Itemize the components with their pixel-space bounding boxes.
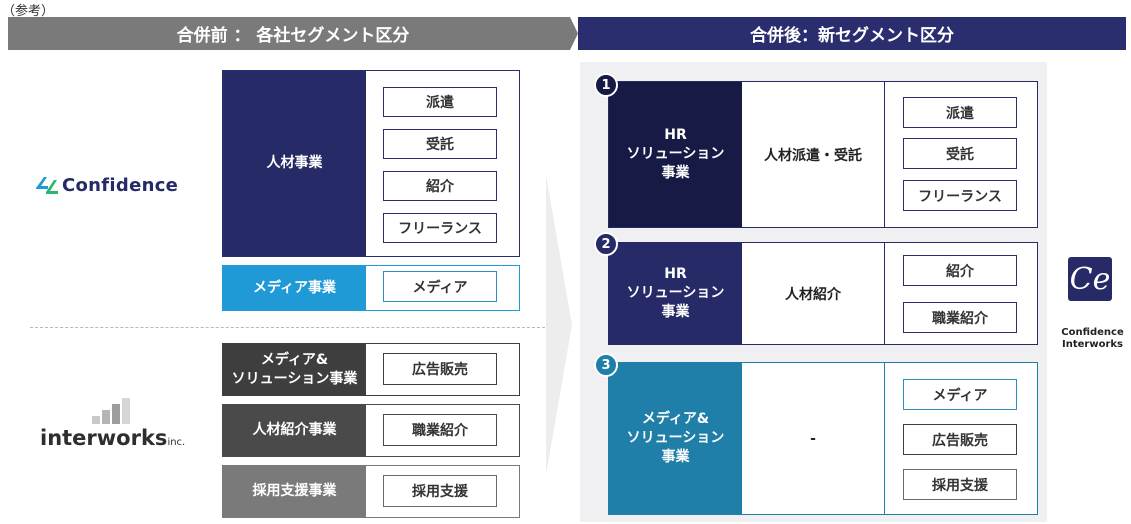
seg2-mid: 人材紹介 — [785, 286, 841, 303]
seg3-chip-saiyo: 採用支援 — [903, 469, 1017, 500]
seg3-divider — [884, 363, 885, 514]
logo-line2: Interworks — [1062, 338, 1123, 350]
chip-freelance: フリーランス — [383, 213, 497, 243]
seg1-line3: 事業 — [661, 164, 690, 181]
confidence-interworks-logo-text: Confidence Interworks — [1055, 327, 1130, 350]
seg1-badge: 1 — [594, 73, 618, 97]
saiyo-label-block: 採用支援事業 — [223, 466, 366, 517]
divider-dashed — [30, 327, 550, 328]
confidence-interworks-logo-icon: Ce — [1068, 257, 1112, 301]
seg3-mid: - — [810, 430, 816, 447]
seg2-line1: HR — [664, 266, 687, 283]
jinzai-label-block: 人材事業 — [223, 71, 366, 256]
chip-media: メディア — [383, 271, 497, 302]
seg1-chip-haken: 派遣 — [903, 97, 1017, 128]
media-solution-label-block: メディア& ソリューション事業 — [223, 344, 366, 395]
media-label-block: メディア事業 — [223, 266, 366, 310]
media-solution-label-line1: メディア& — [260, 351, 329, 368]
top-label: （参考） — [2, 4, 55, 19]
seg2-divider — [884, 243, 885, 344]
jinzai-label: 人材事業 — [266, 155, 323, 172]
banner-after-text: 合併後：新セグメント区分 — [750, 26, 954, 46]
banner-before-merger: 合併前 ： 各社セグメント区分 — [8, 17, 578, 50]
media-label: メディア事業 — [252, 279, 337, 296]
seg1-line1: HR — [664, 127, 687, 144]
chip-haken: 派遣 — [383, 87, 497, 117]
interworks-logo: interworksinc. — [40, 398, 210, 458]
saiyo-label: 採用支援事業 — [252, 483, 337, 500]
confidence-logo-icon — [36, 177, 58, 194]
seg3-line3: 事業 — [661, 448, 690, 465]
seg3-label-block: メディア& ソリューション 事業 — [609, 363, 742, 514]
seg3-line1: メディア& — [641, 411, 710, 428]
transition-arrow — [546, 175, 572, 475]
seg2-line3: 事業 — [661, 303, 690, 320]
confidence-logo-text: Confidence — [62, 174, 179, 196]
seg3-badge: 3 — [594, 353, 618, 377]
chip-shokai: 紹介 — [383, 171, 497, 201]
seg1-chip-freelance: フリーランス — [903, 180, 1017, 211]
interworks-logo-icon — [92, 398, 130, 424]
chip-shokugyo: 職業紹介 — [383, 414, 497, 446]
banner-after-merger: 合併後：新セグメント区分 — [578, 17, 1126, 50]
seg3-line2: ソリューション — [626, 430, 725, 447]
chip-jutaku: 受託 — [383, 129, 497, 159]
seg1-chip-jutaku: 受託 — [903, 138, 1017, 169]
chip-saiyo: 採用支援 — [383, 475, 497, 507]
confidence-logo: Confidence — [34, 174, 178, 196]
seg1-mid: 人材派遣・受託 — [764, 147, 862, 164]
seg2-line2: ソリューション — [626, 285, 725, 302]
seg1-divider — [884, 82, 885, 227]
seg3-chip-koukoku: 広告販売 — [903, 424, 1017, 455]
interworks-logo-text: interworks — [40, 426, 168, 450]
seg2-label-block: HR ソリューション 事業 — [609, 243, 742, 344]
shokai-label-block: 人材紹介事業 — [223, 405, 366, 456]
media-solution-label-line2: ソリューション事業 — [231, 370, 358, 387]
seg2-chip-shokugyo: 職業紹介 — [903, 302, 1017, 333]
logo-line1: Confidence — [1061, 327, 1124, 338]
seg2-chip-shokai: 紹介 — [903, 255, 1017, 286]
banner-before-text: 合併前 ： 各社セグメント区分 — [176, 26, 410, 46]
seg3-chip-media: メディア — [903, 379, 1017, 410]
shokai-label: 人材紹介事業 — [252, 422, 337, 439]
interworks-logo-suffix: inc. — [167, 437, 186, 448]
seg2-badge: 2 — [594, 232, 618, 256]
seg1-line2: ソリューション — [626, 146, 725, 163]
chip-koukoku: 広告販売 — [383, 353, 497, 385]
seg1-label-block: HR ソリューション 事業 — [609, 82, 742, 227]
